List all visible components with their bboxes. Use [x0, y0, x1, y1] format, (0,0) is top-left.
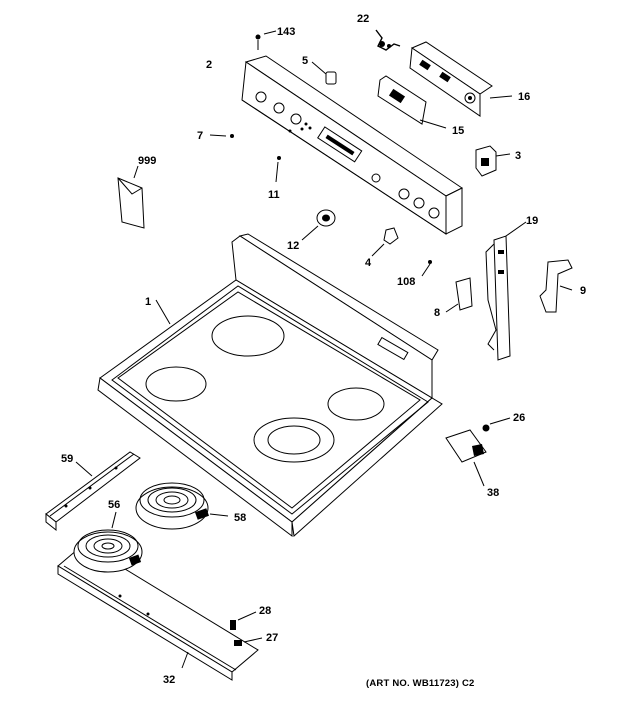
callout-11: 11: [268, 189, 280, 201]
callout-8: 8: [434, 307, 440, 319]
callout-32: 32: [163, 674, 175, 686]
callout-22: 22: [357, 13, 369, 25]
part-108: [421, 260, 432, 277]
callout-59: 59: [61, 453, 73, 465]
part-26: [482, 417, 511, 432]
rail-59-part: [45, 451, 141, 532]
callout-56: 56: [108, 499, 120, 511]
coil-element-56-part: [73, 511, 143, 573]
knob-12-part: [301, 209, 336, 241]
callout-108: 108: [397, 276, 415, 288]
cooktop-1-part: [97, 233, 443, 538]
callout-999: 999: [138, 155, 156, 167]
screw-143-part: [255, 30, 277, 50]
callout-4: 4: [365, 257, 372, 269]
callout-143: 143: [277, 26, 295, 38]
callout-9: 9: [580, 285, 586, 297]
coil-element-58-part: [135, 482, 229, 530]
bracket-19-part: [485, 221, 527, 361]
callout-38: 38: [487, 487, 499, 499]
callout-58: 58: [234, 512, 246, 524]
art-number-label: (ART NO. WB11723) C2: [366, 678, 475, 689]
control-board-16-part: [409, 41, 513, 117]
callout-2: 2: [206, 59, 212, 71]
part-27: [234, 637, 263, 646]
callout-27: 27: [266, 632, 278, 644]
part-38: [445, 429, 487, 487]
overlay-15-part: [377, 75, 447, 129]
callout-1: 1: [145, 296, 151, 308]
knob-4-part: [371, 227, 399, 257]
callout-15: 15: [452, 125, 464, 137]
support-32-part: [57, 543, 259, 681]
callout-28: 28: [259, 605, 271, 617]
callout-5: 5: [302, 55, 308, 67]
switch-3-part: [475, 145, 511, 177]
part-28: [230, 611, 257, 630]
screw-7-part: [209, 134, 234, 138]
callout-12: 12: [287, 240, 299, 252]
callout-3: 3: [515, 150, 521, 162]
connector-22-part: [375, 29, 401, 51]
callout-7: 7: [197, 130, 203, 142]
clip-5-part: [311, 61, 337, 85]
callout-19: 19: [526, 215, 538, 227]
callout-26: 26: [513, 412, 525, 424]
screw-11-part: [275, 156, 281, 183]
literature-999-part: [117, 165, 145, 229]
handle-9-part: [539, 259, 573, 313]
bracket-8-part: [445, 277, 473, 313]
control-panel-part: [241, 55, 463, 235]
callout-16: 16: [518, 91, 530, 103]
